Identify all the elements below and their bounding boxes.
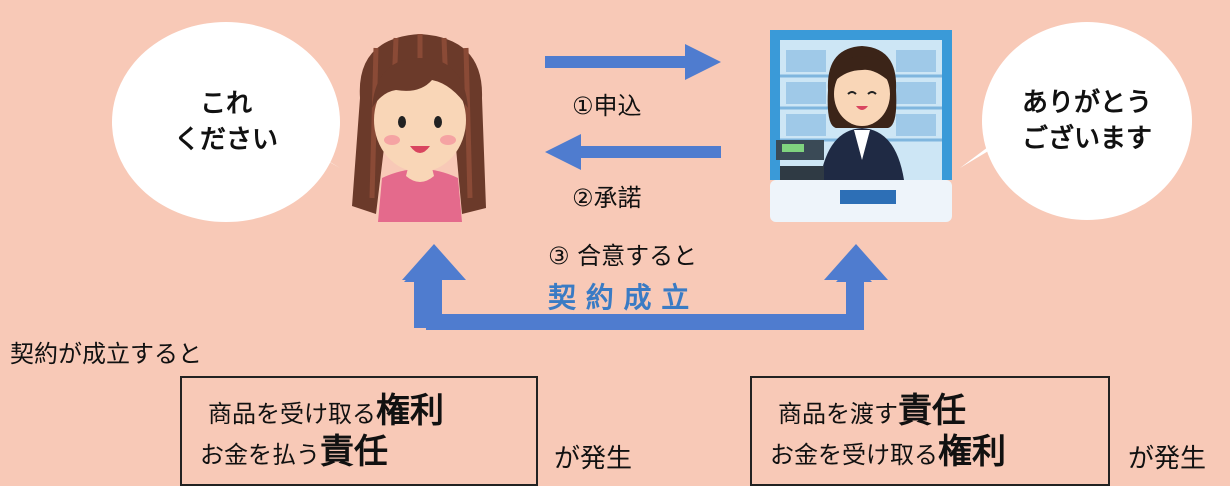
clerk-duty-term: 責任 [898, 391, 966, 431]
clerk-rights-box: 商品を渡す責任 お金を受け取る権利 [750, 376, 1110, 486]
agreement-bracket-arrow [402, 244, 888, 330]
contract-formed-label: 契 約 成 立 [548, 281, 690, 314]
accept-arrow [545, 134, 721, 170]
customer-rights-box: 商品を受け取る権利 お金を払う責任 [180, 376, 538, 486]
customer-row-2: お金を払う責任 [200, 433, 518, 474]
customer-duty-term: 責任 [320, 432, 388, 472]
customer-row1-text: 商品を受け取る [208, 400, 376, 428]
offer-step-label: ①申込 [572, 92, 642, 120]
arises-label-left: が発生 [554, 444, 633, 474]
customer-row2-text: お金を払う [200, 441, 320, 469]
offer-arrow [545, 44, 721, 80]
clerk-row-2: お金を受け取る権利 [770, 433, 1090, 474]
clerk-row2-text: お金を受け取る [770, 441, 938, 469]
woman-customer-icon [352, 34, 486, 222]
customer-speech-line2: ください [173, 125, 278, 155]
customer-speech-line1: これ [199, 89, 252, 119]
customer-row-1: 商品を受け取る権利 [208, 392, 518, 433]
customer-right-term: 権利 [376, 391, 444, 431]
shop-clerk-icon [770, 30, 952, 222]
clerk-right-term: 権利 [938, 432, 1006, 472]
customer-bubble-tail [290, 140, 340, 168]
clerk-row1-text: 商品を渡す [778, 400, 898, 428]
clerk-speech-line1: ありがとう [1021, 88, 1152, 118]
arises-label-right: が発生 [1128, 444, 1207, 474]
clerk-speech-line2: ございます [1021, 124, 1152, 154]
clerk-speech-bubble: ありがとう ございます [982, 22, 1192, 220]
consequence-intro: 契約が成立すると [10, 340, 202, 368]
customer-speech-bubble: これ ください [112, 22, 340, 222]
agree-step-label: ③ 合意すると [548, 242, 698, 270]
clerk-bubble-tail [960, 138, 1000, 168]
accept-step-label: ②承諾 [572, 184, 642, 212]
clerk-row-1: 商品を渡す責任 [778, 392, 1090, 433]
